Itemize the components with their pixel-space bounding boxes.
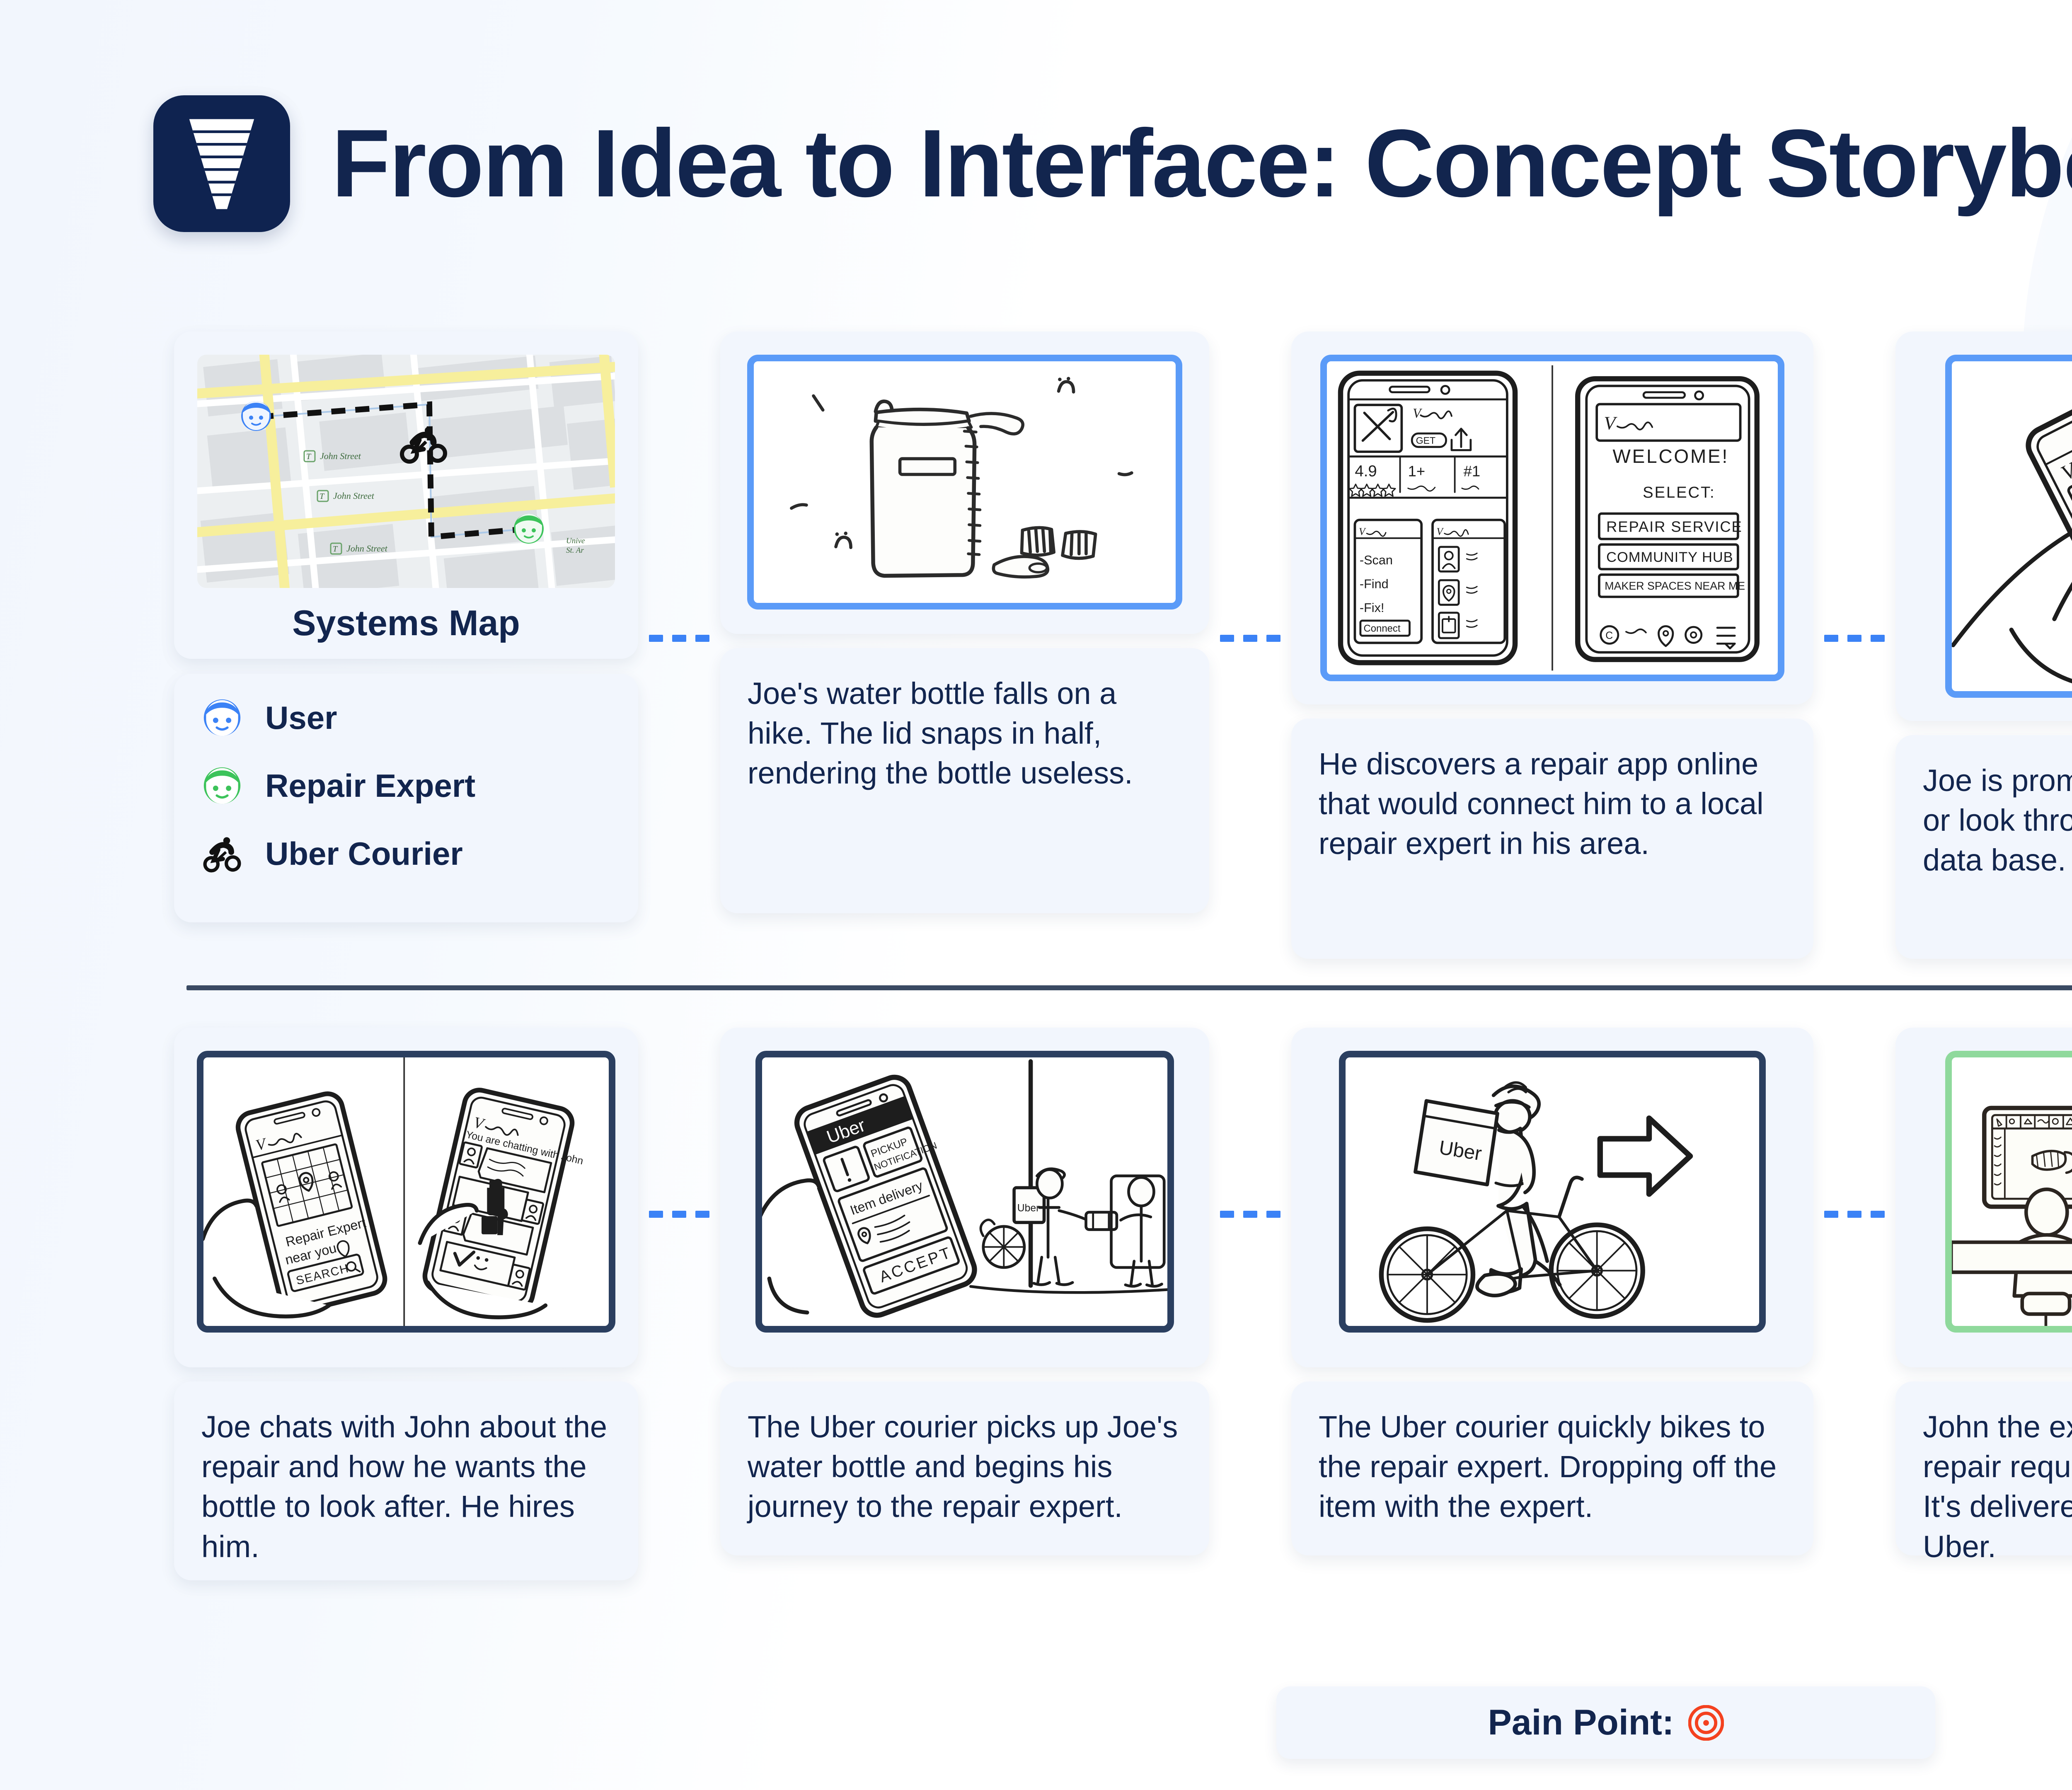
sketch-frame: Uber PICKUP NOTIFICATION Item delivery <box>755 1051 1174 1333</box>
svg-text:V: V <box>1359 526 1366 537</box>
panel-systems-map: T John Street T John Street T John Stree… <box>174 331 638 922</box>
sketch-frame: V <box>197 1051 615 1333</box>
caption-card: Joe chats with John about the repair and… <box>174 1381 638 1580</box>
svg-text:1+: 1+ <box>1408 463 1425 480</box>
svg-text:John Street: John Street <box>346 543 388 554</box>
svg-text:GET: GET <box>1416 435 1435 446</box>
caption-card: He discovers a repair app online that wo… <box>1291 718 1813 959</box>
svg-text:John Street: John Street <box>320 451 361 461</box>
sketch-frame: Uber <box>1339 1051 1766 1333</box>
sketch-card: V GET 4.9 1+ #1 <box>1291 331 1813 704</box>
sketch-frame <box>1945 1051 2072 1333</box>
cyclist-icon <box>203 835 241 873</box>
dashed-arrow-connector <box>1220 634 1280 642</box>
page-title: From Idea to Interface: Concept Storyboa… <box>332 110 2072 217</box>
panel-caption: He discovers a repair app online that wo… <box>1319 747 1764 861</box>
panel-uber-pickup: Uber PICKUP NOTIFICATION Item delivery <box>720 1028 1209 1555</box>
expert-avatar-icon <box>203 767 241 805</box>
storyboard-row-1: T John Street T John Street T John Stree… <box>174 331 2072 959</box>
pain-point-legend: Pain Point: <box>1276 1686 1935 1759</box>
svg-text:#1: #1 <box>1464 463 1480 480</box>
panel-caption: Joe chats with John about the repair and… <box>201 1410 608 1564</box>
panel-caption: John the expert reviews Joe's repair req… <box>1923 1410 2072 1564</box>
legend-card: User Repair Expert <box>174 674 638 922</box>
sketch-frame: V GET 4.9 1+ #1 <box>1320 355 1784 681</box>
panel-broken-bottle: Joe's water bottle falls on a hike. The … <box>720 331 1209 913</box>
svg-text:Unive: Unive <box>566 537 585 545</box>
svg-text:REPAIR SERVICE: REPAIR SERVICE <box>1606 518 1743 535</box>
sketch-card <box>720 331 1209 634</box>
panel-expert-workshop: John the expert reviews Joe's repair req… <box>1895 1028 2072 1564</box>
connector-6-7 <box>638 1028 720 1401</box>
panel-caption: Joe's water bottle falls on a hike. The … <box>748 676 1133 791</box>
panel-caption: The Uber courier quickly bikes to the re… <box>1319 1410 1777 1524</box>
legend-item-uber-courier: Uber Courier <box>203 835 609 873</box>
svg-text:V: V <box>1604 413 1617 434</box>
sketch-frame <box>747 355 1182 610</box>
page-header: From Idea to Interface: Concept Storyboa… <box>153 95 2072 232</box>
systems-map-card: T John Street T John Street T John Stree… <box>174 331 638 659</box>
legend-item-user: User <box>203 699 609 737</box>
connector-7-8 <box>1209 1028 1291 1401</box>
svg-text:T: T <box>306 452 312 461</box>
pain-point-label: Pain Point: <box>1488 1703 1674 1742</box>
connector-1-2 <box>638 331 720 945</box>
sketch-card: Uber PICKUP NOTIFICATION Item delivery <box>720 1028 1209 1367</box>
caption-card: John the expert reviews Joe's repair req… <box>1895 1381 2072 1564</box>
caption-card: The Uber courier picks up Joe's water bo… <box>720 1381 1209 1555</box>
legend-item-label: User <box>265 699 337 736</box>
panel-item-database: V VIEW ITEM DATABASE <box>1895 331 2072 959</box>
dashed-arrow-connector <box>649 1210 709 1218</box>
sketch-card: V VIEW ITEM DATABASE <box>1895 331 2072 721</box>
svg-text:MAKER SPACES NEAR ME: MAKER SPACES NEAR ME <box>1605 580 1745 592</box>
svg-text:COMMUNITY HUB: COMMUNITY HUB <box>1606 549 1733 565</box>
svg-text:SELECT:: SELECT: <box>1643 484 1715 501</box>
svg-text:Uber: Uber <box>1017 1203 1040 1214</box>
target-icon <box>1688 1705 1724 1741</box>
legend-item-label: Uber Courier <box>265 835 463 872</box>
caption-card: The Uber courier quickly bikes to the re… <box>1291 1381 1813 1555</box>
panel-repair-app: V GET 4.9 1+ #1 <box>1291 331 1813 959</box>
sketch-card: Uber <box>1291 1028 1813 1367</box>
systems-map-image: T John Street T John Street T John Stree… <box>197 355 615 588</box>
dashed-arrow-connector <box>1220 1210 1280 1218</box>
dashed-arrow-connector <box>1824 634 1885 642</box>
svg-text:T: T <box>333 544 338 554</box>
connector-2-3 <box>1209 331 1291 945</box>
svg-text:-Scan: -Scan <box>1360 553 1393 567</box>
row-divider <box>186 985 2072 990</box>
svg-text:-Find: -Find <box>1360 577 1389 591</box>
svg-text:V: V <box>1437 526 1444 537</box>
connector-3-4 <box>1813 331 1895 945</box>
dashed-arrow-connector <box>649 634 709 642</box>
svg-text:John Street: John Street <box>333 491 375 501</box>
sketch-card <box>1895 1028 2072 1367</box>
systems-map-label: Systems Map <box>292 603 520 643</box>
sketch-frame: V VIEW ITEM DATABASE <box>1945 355 2072 698</box>
legend-item-label: Repair Expert <box>265 767 476 804</box>
panel-caption: The Uber courier picks up Joe's water bo… <box>748 1410 1178 1524</box>
brand-logo-icon <box>153 95 290 232</box>
dashed-arrow-connector <box>1824 1210 1885 1218</box>
svg-text:Connect: Connect <box>1363 623 1400 634</box>
svg-text:T: T <box>320 492 325 501</box>
svg-text:V: V <box>1413 406 1422 421</box>
legend-item-repair-expert: Repair Expert <box>203 767 609 805</box>
connector-8-9 <box>1813 1028 1895 1401</box>
panel-chat-with-john: V <box>174 1028 638 1580</box>
svg-text:St. Ar: St. Ar <box>566 546 584 555</box>
panel-caption: Joe is prompted to scan his item or look… <box>1923 763 2072 878</box>
svg-text:WELCOME!: WELCOME! <box>1612 445 1729 467</box>
svg-text:4.9: 4.9 <box>1355 462 1377 480</box>
storyboard-row-2: V <box>174 1028 2072 1580</box>
caption-card: Joe is prompted to scan his item or look… <box>1895 735 2072 959</box>
panel-courier-bikes: Uber <box>1291 1028 1813 1555</box>
sketch-card: V <box>174 1028 638 1367</box>
svg-text:-Fix!: -Fix! <box>1360 601 1385 615</box>
svg-text:C: C <box>1605 630 1613 641</box>
user-avatar-icon <box>203 699 241 737</box>
caption-card: Joe's water bottle falls on a hike. The … <box>720 648 1209 913</box>
